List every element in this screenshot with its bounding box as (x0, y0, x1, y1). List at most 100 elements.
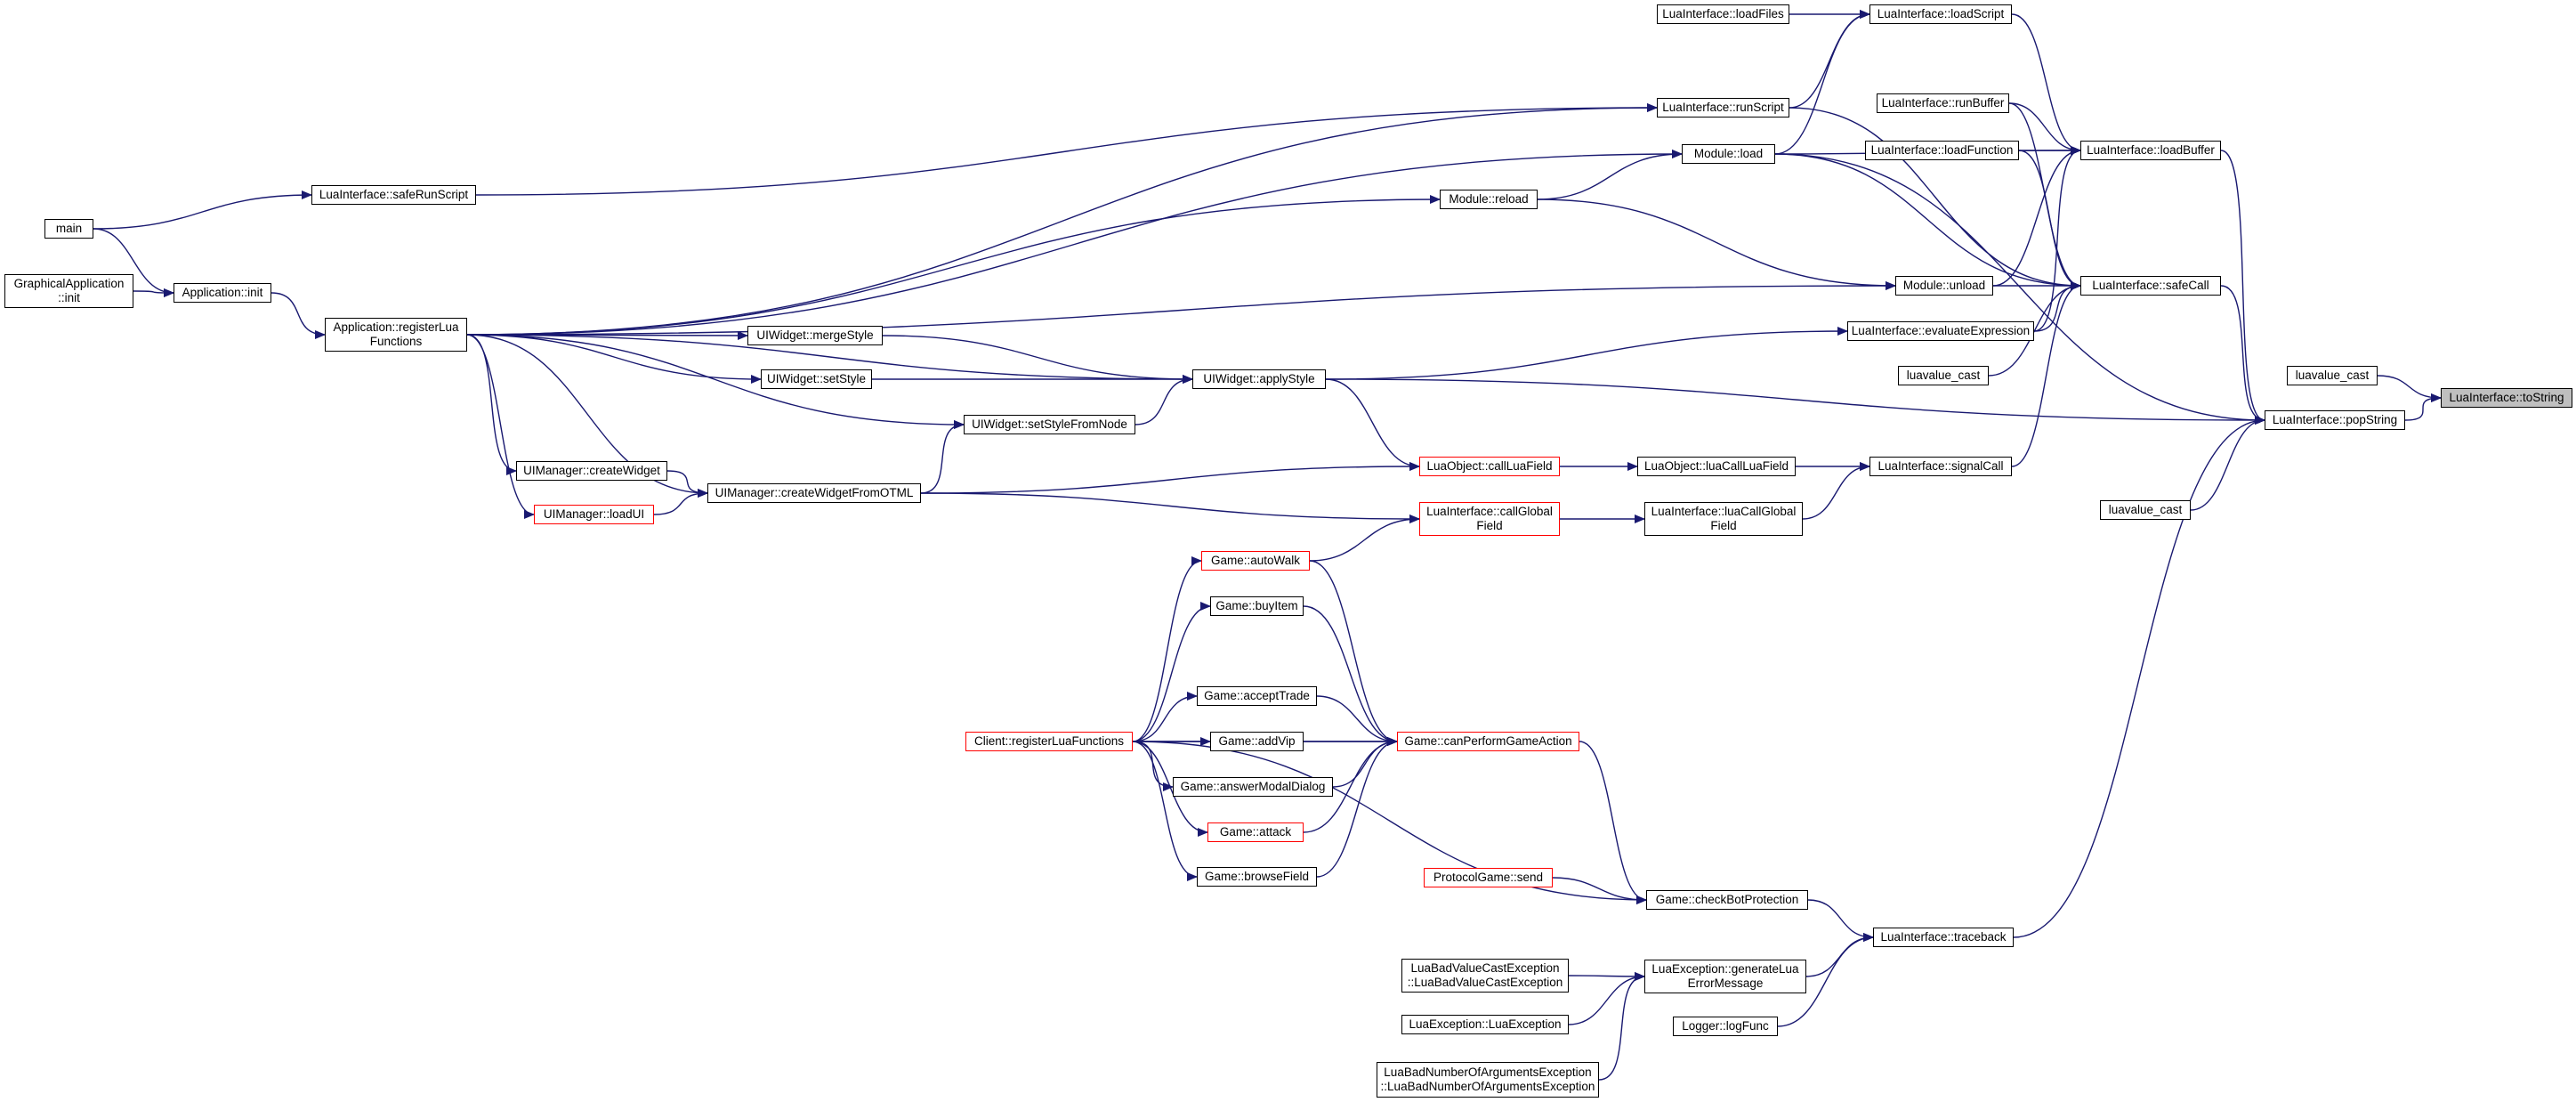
edge-checkbot-to-traceback (1807, 899, 1874, 942)
node-label: Game::canPerformGameAction (1404, 734, 1572, 748)
edge-canperform-to-checkbot (1579, 741, 1647, 904)
node-label: Game::acceptTrade (1204, 689, 1310, 702)
edge-autowalk-to-canperform (1309, 560, 1398, 746)
graph-node-setstylefromnode[interactable]: UIWidget::setStyleFromNode (964, 415, 1135, 434)
edge-loadfunction-to-safecall (2018, 150, 2081, 290)
graph-node-main[interactable]: main (44, 219, 93, 239)
graph-node-createwidget[interactable]: UIManager::createWidget (516, 461, 667, 481)
node-label: ::init (58, 291, 80, 304)
graph-node-answermodal[interactable]: Game::answerModalDialog (1173, 777, 1333, 797)
edge-registerluafunctions-to-browsefield (1132, 741, 1198, 881)
graph-node-runscript[interactable]: LuaInterface::runScript (1657, 98, 1789, 117)
graph-node-checkbot[interactable]: Game::checkBotProtection (1646, 890, 1808, 910)
edge-popstring-to-tostring (2404, 393, 2442, 421)
edge-appinit-to-registerlua (271, 292, 326, 339)
node-label: Functions (369, 335, 423, 348)
edge-registerlua-to-moduleunload (466, 281, 1896, 336)
graph-node-autowalk[interactable]: Game::autoWalk (1201, 551, 1310, 571)
graph-node-safecall[interactable]: LuaInterface::safeCall (2080, 276, 2221, 296)
node-label: LuaObject::callLuaField (1426, 459, 1553, 473)
graph-node-gfxinit[interactable]: GraphicalApplication::init (4, 274, 133, 308)
edge-registerluafunctions-to-buyitem (1132, 602, 1211, 742)
edge-attack-to-canperform (1303, 737, 1398, 833)
graph-node-modulereload[interactable]: Module::reload (1440, 190, 1538, 209)
graph-node-traceback[interactable]: LuaInterface::traceback (1873, 928, 2014, 947)
graph-node-tostring[interactable]: LuaInterface::toString (2441, 388, 2572, 408)
graph-node-logfunc[interactable]: Logger::logFunc (1673, 1017, 1778, 1036)
graph-node-createwidgetfromotml[interactable]: UIManager::createWidgetFromOTML (707, 483, 921, 503)
graph-node-runbuffer[interactable]: LuaInterface::runBuffer (1877, 93, 2009, 113)
edge-moduleload-to-loadscript (1774, 10, 1870, 155)
edge-applystyle-to-evaluateexpression (1325, 327, 1848, 380)
graph-node-setstyle[interactable]: UIWidget::setStyle (761, 369, 872, 389)
graph-node-browsefield[interactable]: Game::browseField (1197, 867, 1317, 887)
graph-node-luacallluafield[interactable]: LuaObject::luaCallLuaField (1637, 457, 1796, 476)
edge-traceback-to-popstring (2013, 416, 2265, 938)
edge-registerluafunctions-to-attack (1132, 741, 1208, 837)
edge-protocolsend-to-checkbot (1552, 877, 1647, 904)
edge-moduleunload-to-loadbuffer (1992, 146, 2081, 287)
edge-luavalue_cast1-to-tostring (2377, 375, 2442, 402)
graph-node-badargs[interactable]: LuaBadNumberOfArgumentsException::LuaBad… (1377, 1062, 1599, 1098)
node-label: GraphicalApplication (13, 277, 125, 290)
graph-node-luavalue_cast1[interactable]: luavalue_cast (2287, 366, 2378, 385)
graph-node-loadbuffer[interactable]: LuaInterface::loadBuffer (2080, 141, 2221, 160)
node-label: LuaInterface::callGlobal (1426, 505, 1553, 518)
edge-moduleload-to-popstring (1774, 153, 2265, 425)
node-label: LuaInterface::loadFunction (1870, 143, 2014, 157)
graph-node-luaexception[interactable]: LuaException::LuaException (1401, 1015, 1569, 1034)
graph-node-accepttrade[interactable]: Game::acceptTrade (1197, 686, 1317, 706)
graph-node-loadfiles[interactable]: LuaInterface::loadFiles (1657, 4, 1789, 24)
graph-node-luavalue_cast3[interactable]: luavalue_cast (1898, 366, 1989, 385)
graph-node-badvaluecast[interactable]: LuaBadValueCastException::LuaBadValueCas… (1401, 959, 1569, 993)
graph-node-evaluateexpression[interactable]: LuaInterface::evaluateExpression (1847, 321, 2034, 341)
node-label: LuaInterface::loadBuffer (2087, 143, 2215, 157)
graph-node-signalcall[interactable]: LuaInterface::signalCall (1869, 457, 2012, 476)
graph-node-addvip[interactable]: Game::addVip (1210, 732, 1304, 751)
graph-node-luavalue_cast2[interactable]: luavalue_cast (2100, 500, 2191, 520)
edge-logfunc-to-traceback (1777, 933, 1874, 1027)
graph-node-loadscript[interactable]: LuaInterface::loadScript (1869, 4, 2012, 24)
edge-runbuffer-to-loadbuffer (2008, 102, 2081, 155)
graph-node-appinit[interactable]: Application::init (174, 283, 271, 303)
graph-node-applystyle[interactable]: UIWidget::applyStyle (1192, 369, 1326, 389)
edge-registerlua-to-moduleload (466, 150, 1683, 336)
graph-node-protocolsend[interactable]: ProtocolGame::send (1424, 868, 1553, 887)
graph-node-buyitem[interactable]: Game::buyItem (1210, 596, 1304, 616)
node-label: UIWidget::applyStyle (1203, 372, 1315, 385)
node-label: Field (1710, 519, 1737, 532)
edge-luaexception-to-generatelua (1568, 972, 1645, 1025)
graph-node-registerluafunctions[interactable]: Client::registerLuaFunctions (965, 732, 1133, 751)
edge-signalcall-to-safecall (2011, 281, 2081, 467)
edge-main-to-saferunscript (93, 190, 312, 230)
edge-registerlua-to-runscript (466, 103, 1658, 336)
graph-node-popstring[interactable]: LuaInterface::popString (2265, 410, 2405, 430)
graph-node-saferunscript[interactable]: LuaInterface::safeRunScript (311, 185, 476, 205)
graph-node-mergestyle[interactable]: UIWidget::mergeStyle (747, 326, 883, 345)
graph-node-attack[interactable]: Game::attack (1207, 822, 1304, 842)
edge-evaluateexpression-to-loadbuffer (2033, 146, 2081, 332)
graph-node-moduleload[interactable]: Module::load (1682, 144, 1775, 164)
graph-node-moduleunload[interactable]: Module::unload (1895, 276, 1993, 296)
node-label: LuaBadNumberOfArgumentsException (1384, 1066, 1592, 1079)
node-label: ErrorMessage (1687, 976, 1764, 990)
node-label: Module::load (1693, 147, 1764, 160)
graph-node-loadfunction[interactable]: LuaInterface::loadFunction (1865, 141, 2019, 160)
node-label: Module::reload (1449, 192, 1529, 206)
edge-registerlua-to-mergestyle (466, 330, 748, 340)
edge-createwidgetfromotml-to-callglobalfield (920, 492, 1420, 523)
edge-mergestyle-to-applystyle (882, 335, 1193, 384)
graph-node-loadui[interactable]: UIManager::loadUI (534, 505, 654, 524)
node-label: LuaInterface::popString (2272, 413, 2398, 426)
graph-node-callluafield[interactable]: LuaObject::callLuaField (1419, 457, 1560, 476)
edge-accepttrade-to-canperform (1316, 695, 1398, 746)
node-label: LuaInterface::luaCallGlobal (1651, 505, 1797, 518)
graph-node-canperform[interactable]: Game::canPerformGameAction (1397, 732, 1579, 751)
edge-luavalue_cast2-to-popstring (2190, 416, 2265, 511)
